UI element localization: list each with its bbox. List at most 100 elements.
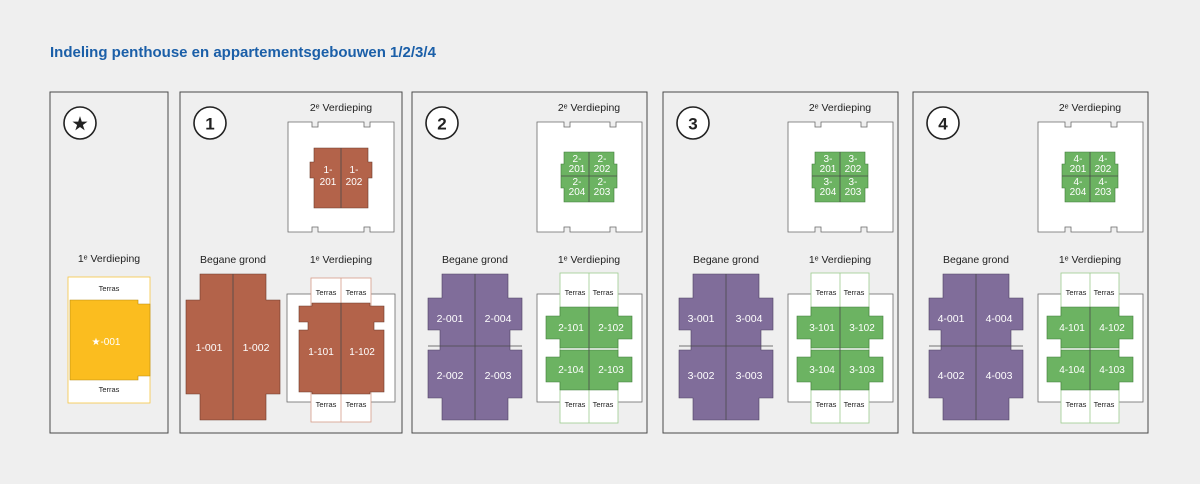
unit-level2-text: 203 [594,187,611,198]
unit-ground-text: 3-001 [688,313,715,325]
unit-ground-text: 4-003 [986,370,1013,382]
building-badge-circle [425,106,459,140]
unit-ground-text: 3-002 [688,370,715,382]
unit-level2-text: 3- [849,177,858,188]
unit-level2-text: 4- [1074,154,1083,165]
unit-ground-text: 2-001 [437,313,464,325]
unit-level2-text: 203 [1095,187,1112,198]
building-badge: 3 [688,115,697,134]
building-ground-label: Begane grond [943,254,1009,266]
unit-ground-text: 4-001 [938,313,965,325]
penthouse-badge-circle [63,106,97,140]
building-1-ground-label: Begane grond [200,254,266,266]
unit-1-201-line2: 201 [320,177,337,188]
unit-1-101: 1-101 [308,347,334,358]
unit-level1-text: 3-104 [809,365,835,376]
unit-level2-text: 2- [573,154,582,165]
unit-level1-text: 3-103 [849,365,875,376]
building-1-terras-4: Terras [346,400,367,409]
penthouse-level-label: 1ᵉ Verdieping [78,253,140,265]
unit-1-002: 1-002 [243,342,270,354]
unit-level1-text: 2-103 [598,365,624,376]
building-terras-2: Terras [1094,288,1115,297]
unit-level1-text: 4-101 [1059,323,1085,334]
unit-level1-text: 2-101 [558,323,584,334]
building-1-level2-label: 2ᵉ Verdieping [310,102,372,114]
building-level2-label: 2ᵉ Verdieping [809,102,871,114]
building-terras-1: Terras [1066,288,1087,297]
unit-ground-text: 4-002 [938,370,965,382]
unit-level2-text: 202 [845,164,862,175]
building-level1-label: 1ᵉ Verdieping [809,254,871,266]
penthouse-unit-label: ★-001 [92,337,121,348]
unit-level2-text: 3- [849,154,858,165]
building-terras-1: Terras [816,288,837,297]
unit-1-201-line1: 1- [324,165,333,176]
unit-level2-text: 4- [1099,177,1108,188]
penthouse-terras-top: Terras [99,284,120,293]
building-1-terras-3: Terras [316,400,337,409]
unit-level2-text: 2- [598,154,607,165]
building-1-badge: 1 [205,115,214,134]
unit-level1-text: 4-104 [1059,365,1085,376]
building-terras-1: Terras [565,288,586,297]
building-terras-4: Terras [844,400,865,409]
unit-level1-text: 2-104 [558,365,584,376]
unit-level2-text: 4- [1074,177,1083,188]
unit-1-202-line1: 1- [350,165,359,176]
unit-ground-text: 3-003 [736,370,763,382]
unit-level1-text: 4-103 [1099,365,1125,376]
unit-level2-text: 204 [569,187,586,198]
unit-level2-text: 204 [1070,187,1087,198]
building-ground-label: Begane grond [693,254,759,266]
unit-level2-text: 2- [598,177,607,188]
building-2-panel: 22ᵉ Verdieping2-2012-2022-2042-203Begane… [411,91,648,434]
building-level2-label: 2ᵉ Verdieping [558,102,620,114]
unit-level1-text: 2-102 [598,323,624,334]
building-ground-label: Begane grond [442,254,508,266]
building-1-badge-circle [193,106,227,140]
building-1-terras-2: Terras [346,288,367,297]
building-badge: 4 [938,115,948,134]
unit-ground-text: 3-004 [736,313,763,325]
unit-level2-text: 3- [824,154,833,165]
building-4-panel: 42ᵉ Verdieping4-2014-2024-2044-203Begane… [912,91,1149,434]
building-terras-4: Terras [593,400,614,409]
unit-level2-text: 202 [594,164,611,175]
unit-level2-text: 202 [1095,164,1112,175]
unit-ground-text: 4-004 [986,313,1013,325]
penthouse-panel: ★ 1ᵉ Verdieping Terras Terras ★-001 [49,91,169,434]
unit-level2-text: 2- [573,177,582,188]
building-3-panel: 32ᵉ Verdieping3-2013-2023-2043-203Begane… [662,91,899,434]
unit-level1-text: 3-101 [809,323,835,334]
building-terras-3: Terras [816,400,837,409]
building-badge-circle [676,106,710,140]
unit-level2-text: 201 [569,164,586,175]
penthouse-terras-bottom: Terras [99,385,120,394]
unit-level2-text: 201 [1070,164,1087,175]
penthouse-unit-shape [69,299,151,381]
building-terras-3: Terras [1066,400,1087,409]
unit-level1-text: 3-102 [849,323,875,334]
building-terras-3: Terras [565,400,586,409]
building-badge-circle [926,106,960,140]
building-terras-2: Terras [593,288,614,297]
penthouse-badge: ★ [72,115,88,134]
unit-1-102: 1-102 [349,347,375,358]
buildings-2-3-4: 22ᵉ Verdieping2-2012-2022-2042-203Begane… [411,91,1149,434]
unit-level2-text: 203 [845,187,862,198]
building-badge: 2 [437,115,446,134]
building-1-terras-1: Terras [316,288,337,297]
unit-ground-text: 2-002 [437,370,464,382]
unit-level1-text: 4-102 [1099,323,1125,334]
building-1-level1-label: 1ᵉ Verdieping [310,254,372,266]
unit-1-202-line2: 202 [346,177,363,188]
building-1-level1-shape [298,302,385,395]
unit-level2-text: 201 [820,164,837,175]
unit-1-001: 1-001 [196,342,223,354]
building-terras-4: Terras [1094,400,1115,409]
unit-ground-text: 2-004 [485,313,512,325]
unit-level2-text: 4- [1099,154,1108,165]
unit-level2-text: 3- [824,177,833,188]
